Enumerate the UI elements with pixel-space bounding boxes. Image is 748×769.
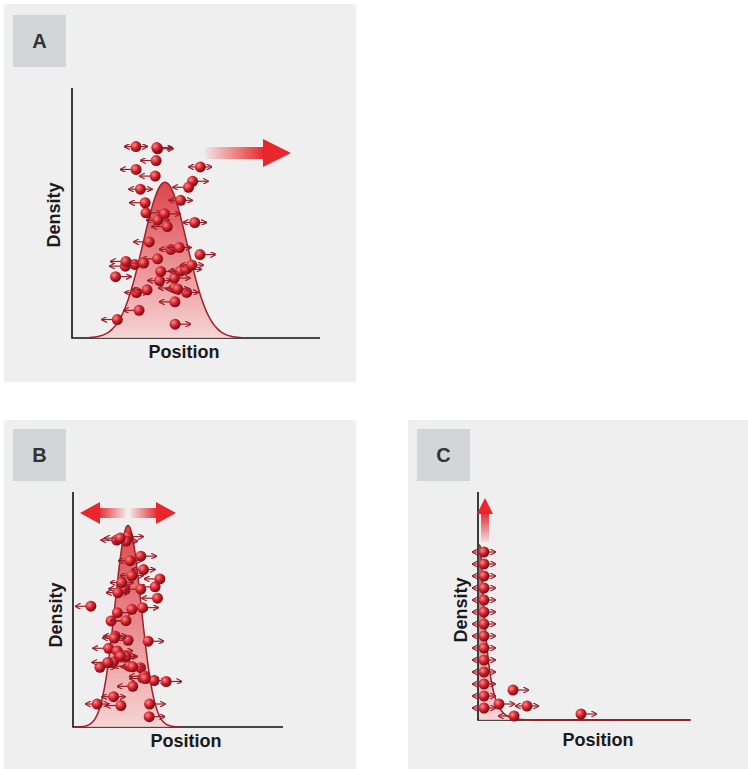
particle-b xyxy=(143,636,164,647)
particle-b xyxy=(145,573,166,584)
particle-b xyxy=(106,700,127,711)
particle-c xyxy=(499,711,520,722)
particle-c xyxy=(494,699,515,710)
particle-b xyxy=(118,681,138,692)
particle-b xyxy=(144,711,165,722)
particle-a xyxy=(170,195,192,206)
particle-b xyxy=(122,661,144,672)
particle-b xyxy=(76,601,97,612)
particle-b xyxy=(115,651,137,662)
particle-a xyxy=(167,284,189,295)
particle-a xyxy=(170,319,191,330)
particle-b xyxy=(86,699,108,710)
density-curve-b xyxy=(76,525,181,727)
particle-a xyxy=(110,271,131,282)
particle-a xyxy=(102,314,123,325)
drift-arrow xyxy=(205,139,291,167)
y-axis-label: Density xyxy=(452,577,472,642)
density-curve-b-fill xyxy=(76,525,181,727)
panel-letter-tag: A xyxy=(13,15,66,67)
x-axis-label: Position xyxy=(563,731,634,751)
panel-letter-tag: B xyxy=(13,429,66,481)
particle-a xyxy=(160,296,181,307)
particle-c xyxy=(508,685,529,696)
density-curve-a-fill xyxy=(88,182,242,338)
panel-letter: B xyxy=(32,445,46,465)
particle-b xyxy=(111,615,132,626)
particle-c xyxy=(473,643,495,654)
y-axis-label: Density xyxy=(45,182,65,247)
particle-b xyxy=(137,602,158,613)
particle-c xyxy=(473,607,495,618)
particle-b xyxy=(103,633,125,644)
accumulation-arrow xyxy=(477,498,493,542)
particle-c xyxy=(576,709,597,720)
x-axis-label: Position xyxy=(149,343,220,363)
particle-a xyxy=(121,164,142,175)
particle-b xyxy=(115,651,136,662)
particle-b xyxy=(119,555,141,566)
particle-a xyxy=(140,171,161,182)
axes-b xyxy=(73,492,283,727)
plot-panel: DensityPosition B xyxy=(4,420,356,769)
particle-b xyxy=(135,551,156,562)
particle-c xyxy=(473,679,495,690)
x-axis-label: Position xyxy=(151,732,222,752)
particle-b xyxy=(93,657,114,668)
particle-b xyxy=(103,691,125,702)
particle-c xyxy=(473,571,495,582)
density-curve-a xyxy=(88,182,242,337)
particle-a xyxy=(155,266,176,277)
particle-b xyxy=(142,593,163,604)
particle-a xyxy=(129,258,150,269)
particle-c xyxy=(473,559,495,570)
particle-a xyxy=(151,142,172,153)
panel-letter: A xyxy=(32,31,46,51)
density-curve-c-fill xyxy=(479,545,691,720)
particle-a xyxy=(189,161,211,172)
particle-c xyxy=(473,703,495,714)
particle-c xyxy=(473,619,495,630)
particle-b xyxy=(130,673,151,684)
particle-b xyxy=(107,587,129,598)
particle-a xyxy=(168,242,190,253)
particle-a xyxy=(130,197,151,208)
particle-c xyxy=(473,583,495,594)
particle-a xyxy=(152,221,173,232)
particle-a xyxy=(184,217,206,228)
particle-c xyxy=(473,655,495,666)
particle-a xyxy=(124,305,144,316)
spread-arrow xyxy=(80,502,176,524)
particle-c xyxy=(473,595,495,606)
density-curve-c xyxy=(479,545,691,720)
axes-a xyxy=(72,88,320,338)
panel-letter: C xyxy=(436,445,450,465)
particle-b xyxy=(94,643,115,654)
particle-c xyxy=(473,631,495,642)
particle-c xyxy=(473,691,495,702)
particle-b xyxy=(121,570,143,581)
particle-c xyxy=(473,667,495,678)
particle-a xyxy=(111,256,132,267)
particle-a xyxy=(174,182,195,193)
particle-a xyxy=(181,260,203,271)
particle-a xyxy=(132,284,153,295)
particle-a xyxy=(134,236,155,247)
particle-c xyxy=(516,701,538,712)
axes-c xyxy=(478,492,690,720)
particle-b xyxy=(144,699,165,710)
y-axis-label: Density xyxy=(47,582,67,647)
particle-a xyxy=(125,141,147,152)
particle-a xyxy=(129,184,151,195)
particle-c xyxy=(473,547,495,558)
particle-b xyxy=(161,676,182,687)
particle-a xyxy=(141,155,162,166)
particle-b xyxy=(105,533,126,544)
panel-letter-tag: C xyxy=(417,429,470,481)
particle-a xyxy=(194,249,215,260)
